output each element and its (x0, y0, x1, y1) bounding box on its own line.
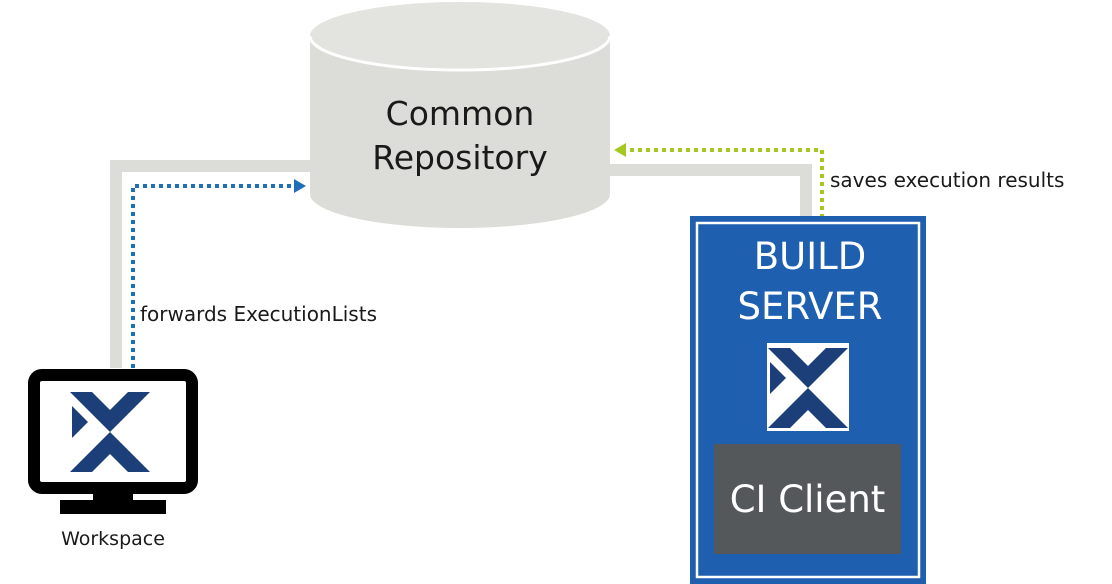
saves-label: saves execution results (830, 168, 1065, 192)
database-icon (308, 2, 612, 228)
repository-label: Common Repository (310, 92, 610, 180)
repository-label-line1: Common (385, 94, 535, 133)
forwards-arrow (131, 184, 294, 368)
saves-arrow (626, 148, 824, 218)
monitor-icon (28, 369, 198, 514)
repository-label-line2: Repository (372, 138, 548, 177)
tosca-logo-icon (767, 343, 849, 431)
workspace-label: Workspace (61, 528, 165, 550)
ci-client-box: CI Client (714, 444, 901, 554)
arrow-head-icon (614, 143, 626, 157)
forwards-label: forwards ExecutionLists (140, 302, 377, 326)
build-server-title-line1: BUILD (753, 235, 867, 278)
build-server-title-line2: SERVER (737, 285, 883, 328)
arrow-head-icon (294, 179, 306, 193)
build-server-connector (610, 164, 812, 218)
build-server-title: BUILD SERVER (700, 232, 920, 332)
workspace-connector (110, 160, 310, 368)
